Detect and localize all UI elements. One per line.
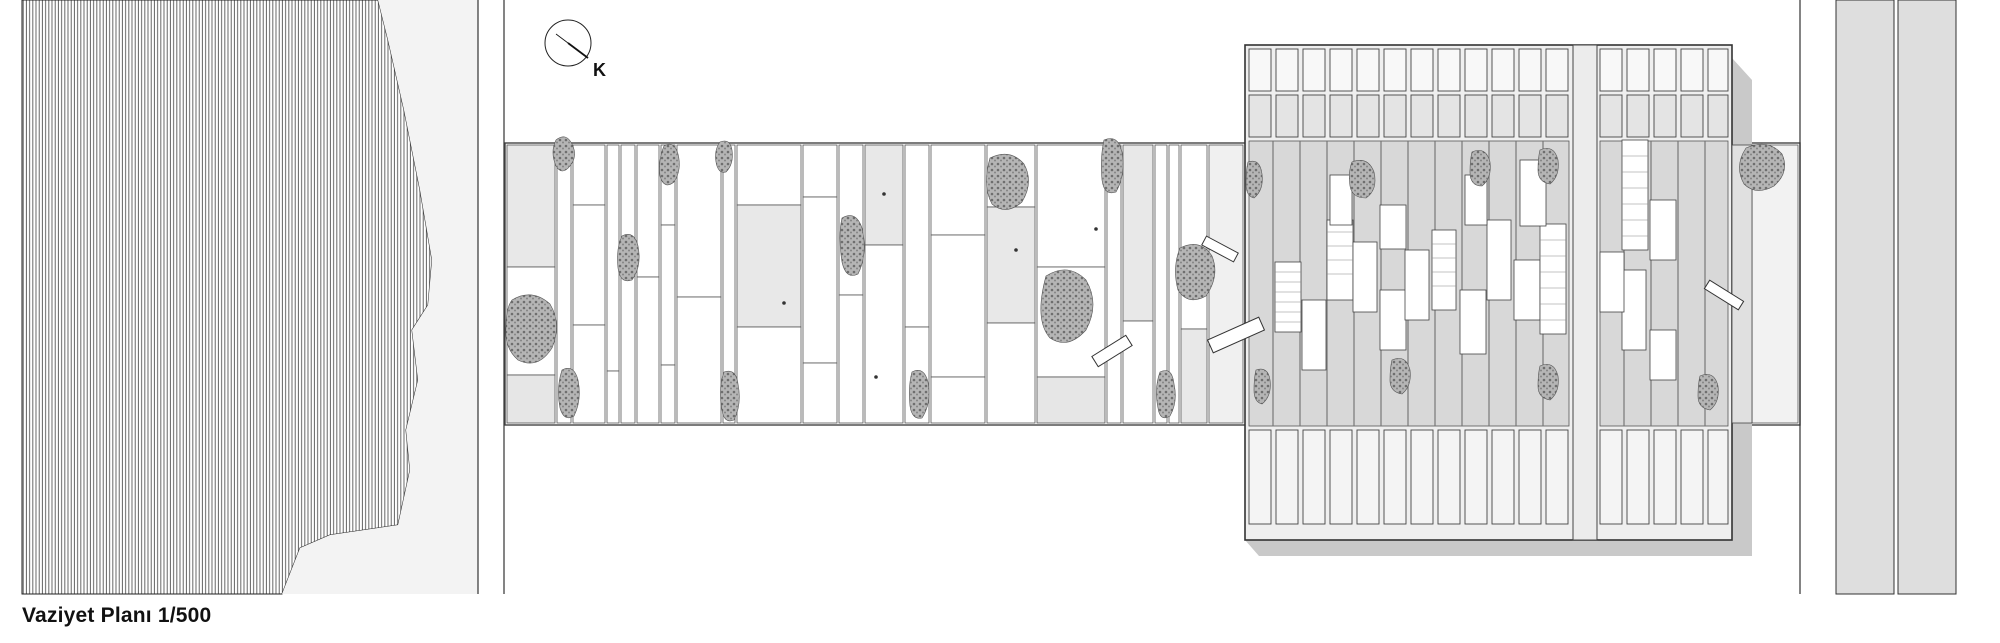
road-strips — [1799, 0, 1957, 595]
north-arrow-icon — [544, 19, 592, 67]
water-area — [21, 0, 505, 595]
building-structure — [1244, 44, 1753, 541]
north-arrow-label: K — [593, 60, 606, 80]
person-icon — [782, 192, 1098, 379]
drawing-caption: Vaziyet Planı 1/500 — [22, 604, 212, 627]
tree-icon — [505, 136, 1785, 422]
bench-icon — [1091, 235, 1745, 368]
